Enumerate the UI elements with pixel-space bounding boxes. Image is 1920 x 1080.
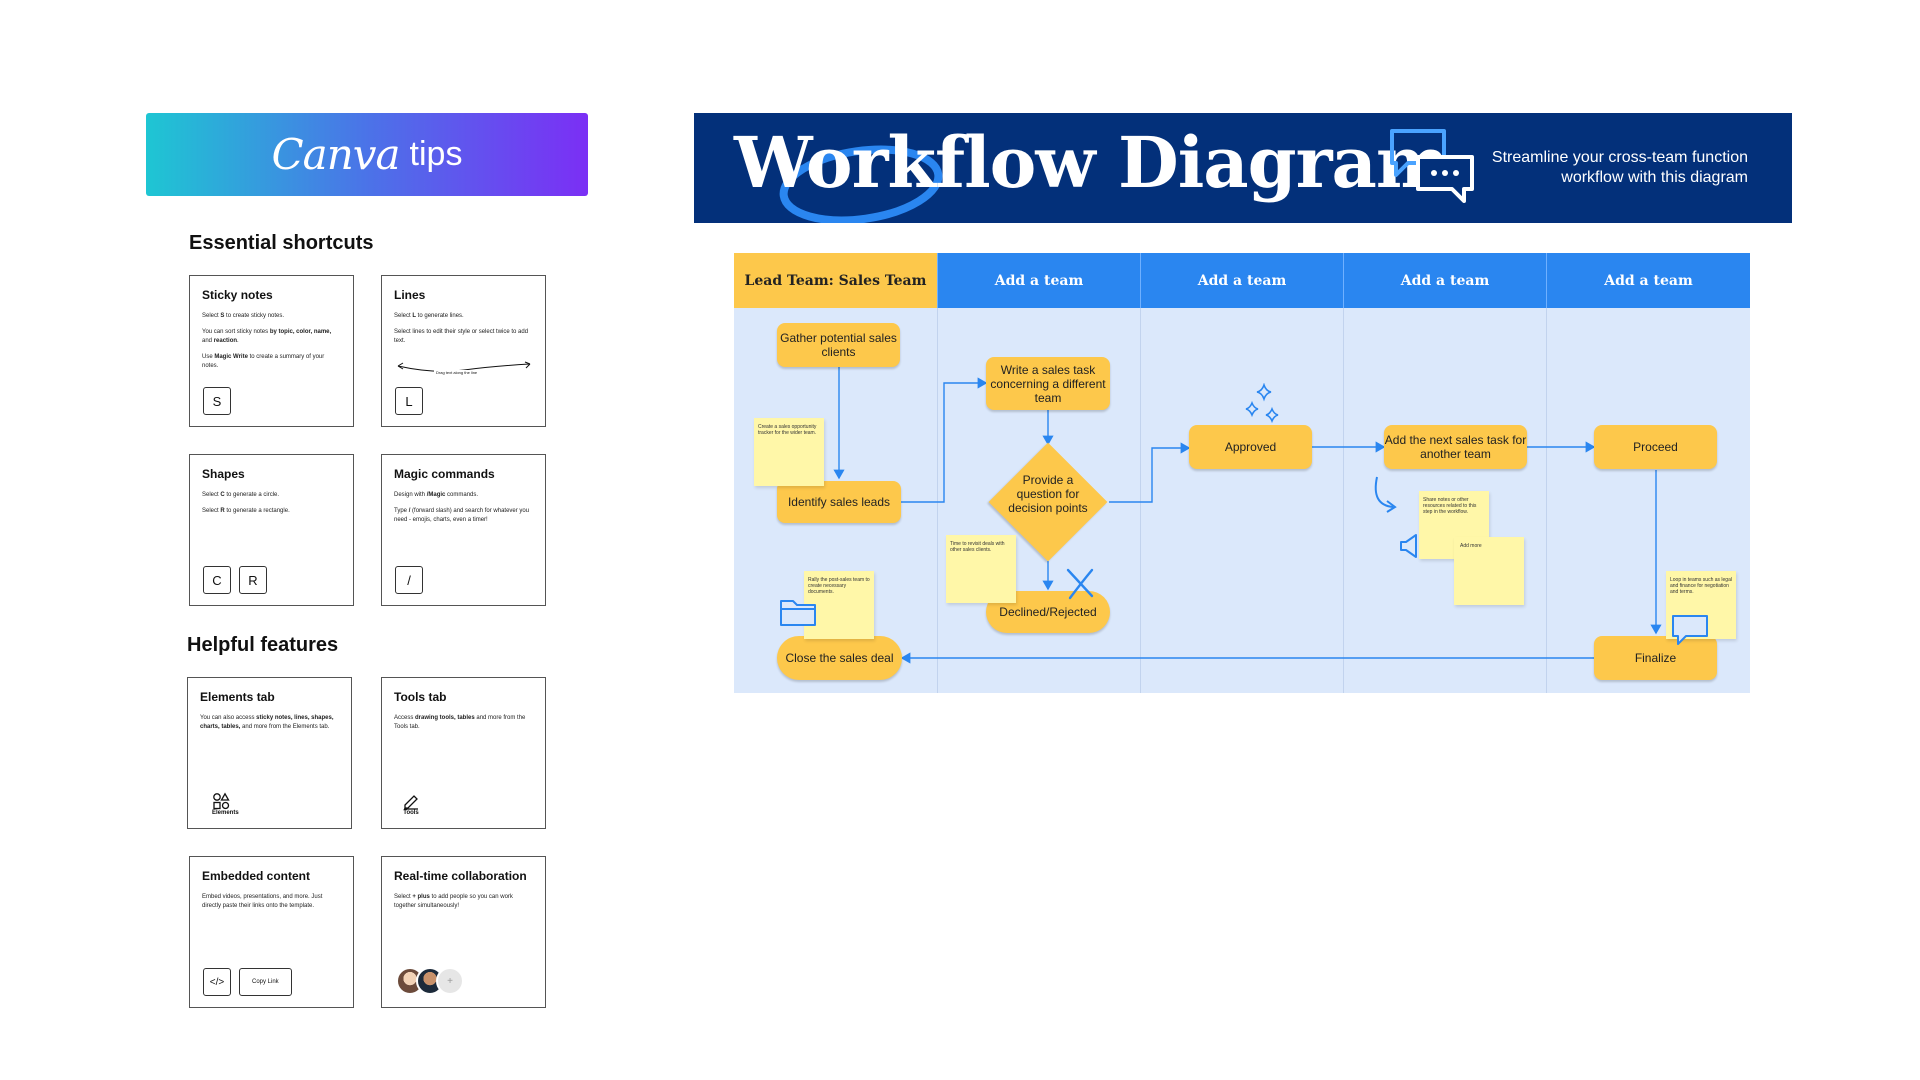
key-slash: / <box>395 566 423 594</box>
node-finalize[interactable]: Finalize <box>1594 636 1717 680</box>
card-title: Embedded content <box>202 869 311 883</box>
card-sticky-notes: Sticky notes Select S to create sticky n… <box>189 275 354 427</box>
essential-shortcuts-heading: Essential shortcuts <box>189 232 374 254</box>
node-gather-clients[interactable]: Gather potential sales clients <box>777 323 900 367</box>
x-mark-icon <box>1066 568 1094 600</box>
card-text: Select + plus to add people so you can w… <box>394 894 513 909</box>
node-write-sales-task[interactable]: Write a sales task concerning a differen… <box>986 357 1110 410</box>
workflow-title: Workflow Diagram <box>734 121 1450 204</box>
card-title: Real-time collaboration <box>394 869 527 883</box>
tips-word: tips <box>409 135 463 173</box>
drag-text-label: Drag text along the line <box>434 370 480 375</box>
card-shapes: Shapes Select C to generate a circle. Se… <box>189 454 354 606</box>
key-r: R <box>239 566 267 594</box>
card-text: Select S to create sticky notes. <box>202 313 285 319</box>
card-text: Select L to generate lines. <box>394 313 464 319</box>
lane-header-team-5[interactable]: Add a team <box>1546 253 1750 308</box>
lane-divider <box>1546 308 1547 693</box>
card-title: Lines <box>394 288 426 302</box>
decision-label: Provide a question for decision points <box>1008 473 1088 515</box>
node-close-deal[interactable]: Close the sales deal <box>777 636 902 680</box>
chat-bubble-icon <box>1672 615 1708 645</box>
add-person-avatar: + <box>436 967 464 995</box>
copy-link-button: Copy Link <box>239 968 292 996</box>
megaphone-icon <box>1400 534 1417 558</box>
card-magic-commands: Magic commands Design with /Magic comman… <box>381 454 546 606</box>
embed-code-icon: </> <box>203 968 231 996</box>
swoosh-decoration <box>779 145 943 223</box>
card-text: Embed videos, presentations, and more. J… <box>202 894 323 909</box>
card-embedded-content: Embedded content Embed videos, presentat… <box>189 856 354 1008</box>
canva-logo: Canva <box>271 130 401 179</box>
card-title: Sticky notes <box>202 288 273 302</box>
workflow-header: Workflow Diagram Streamline your cross-t… <box>694 113 1792 223</box>
card-title: Tools tab <box>394 690 447 704</box>
card-text: Select lines to edit their style or sele… <box>394 329 529 344</box>
curved-arrow-doodle <box>1374 476 1397 513</box>
key-c: C <box>203 566 231 594</box>
sticky-note[interactable]: Time to revisit deals with other sales c… <box>946 535 1016 603</box>
card-text: Use Magic Write to create a summary of y… <box>202 354 325 369</box>
node-identify-leads[interactable]: Identify sales leads <box>777 481 901 523</box>
pen-icon <box>404 795 418 810</box>
card-text: Select C to generate a circle. <box>202 492 280 498</box>
sticky-note[interactable]: Create a sales opportunity tracker for t… <box>754 418 824 486</box>
key-l: L <box>395 387 423 415</box>
helpful-features-heading: Helpful features <box>187 634 339 656</box>
folder-icon <box>780 600 816 626</box>
sticky-note-add-more[interactable]: Add more <box>1454 537 1524 605</box>
card-tools-tab: Tools tab Access drawing tools, tables a… <box>381 677 546 829</box>
lane-divider <box>1343 308 1344 693</box>
card-title: Magic commands <box>394 467 495 481</box>
card-text: You can also access sticky notes, lines,… <box>200 715 334 730</box>
lane-header-lead-team[interactable]: Lead Team: Sales Team <box>734 253 937 308</box>
card-text: Select R to generate a rectangle. <box>202 508 290 514</box>
node-proceed[interactable]: Proceed <box>1594 425 1717 469</box>
node-next-sales-task[interactable]: Add the next sales task for another team <box>1384 425 1527 469</box>
workflow-diagram: Lead Team: Sales Team Add a team Add a t… <box>734 253 1750 693</box>
workflow-subtitle: Streamline your cross-team function work… <box>1491 149 1748 186</box>
card-text: Type / (forward slash) and search for wh… <box>394 508 530 523</box>
card-title: Shapes <box>202 467 245 481</box>
key-s: S <box>203 387 231 415</box>
lane-header-team-4[interactable]: Add a team <box>1343 253 1546 308</box>
card-text: Access drawing tools, tables and more fr… <box>394 715 526 730</box>
card-text: Design with /Magic commands. <box>394 492 479 498</box>
node-approved[interactable]: Approved <box>1189 425 1312 469</box>
card-lines: Lines Select L to generate lines. Select… <box>381 275 546 427</box>
card-real-time-collaboration: Real-time collaboration Select + plus to… <box>381 856 546 1008</box>
lane-header-team-3[interactable]: Add a team <box>1140 253 1343 308</box>
sparkle-icon <box>1245 383 1279 424</box>
chat-bubbles-icon <box>1390 129 1474 203</box>
card-text: You can sort sticky notes by topic, colo… <box>202 329 332 344</box>
elements-tab-icon: Elements <box>212 792 239 816</box>
shapes-icon <box>213 792 230 810</box>
connector-lines <box>823 367 1662 664</box>
tools-tab-icon: Tools <box>402 792 420 816</box>
card-title: Elements tab <box>200 690 275 704</box>
lane-header-team-2[interactable]: Add a team <box>937 253 1140 308</box>
canva-tips-banner: Canva tips <box>146 113 588 196</box>
card-elements-tab: Elements tab You can also access sticky … <box>187 677 352 829</box>
lane-divider <box>1140 308 1141 693</box>
lane-divider <box>937 308 938 693</box>
